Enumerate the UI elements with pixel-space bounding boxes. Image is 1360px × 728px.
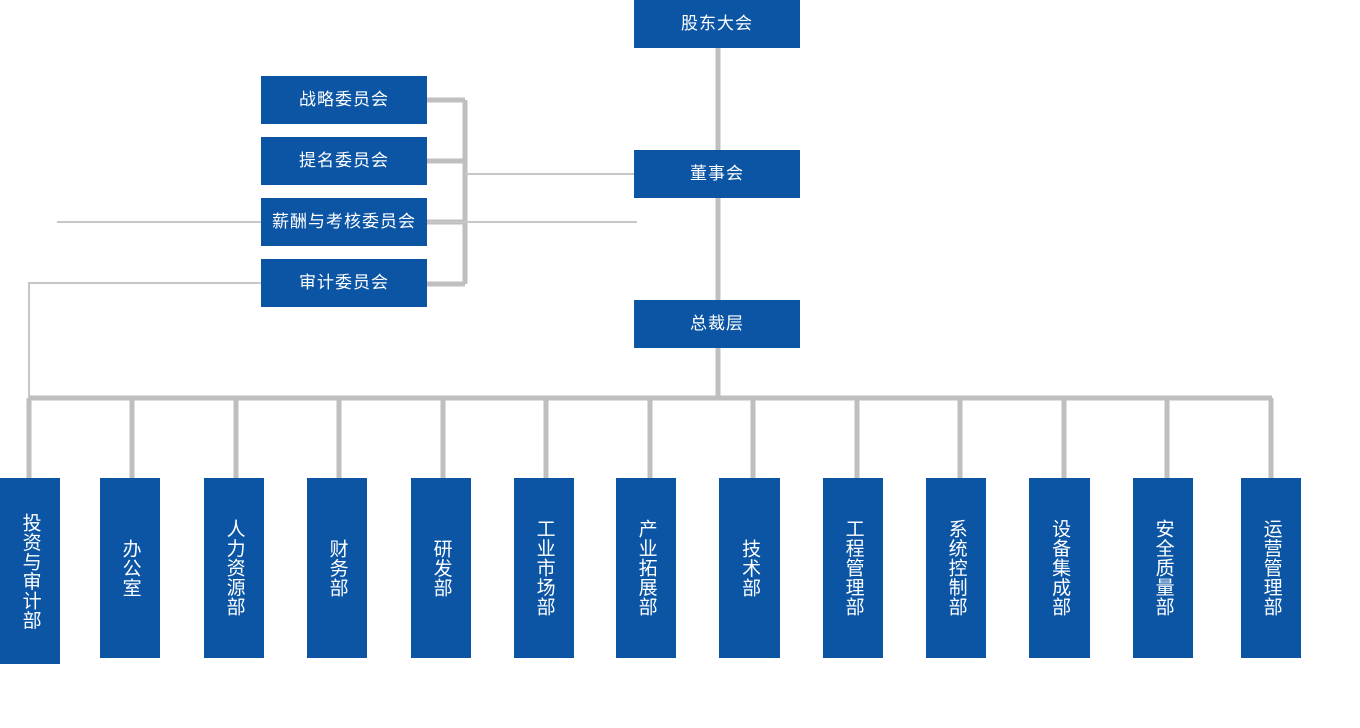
node-label: 人力资源部 [223, 519, 245, 617]
node-department-investment-and-audit[interactable]: 投资与审计部 [0, 478, 60, 664]
node-board-of-directors[interactable]: 董事会 [634, 150, 800, 198]
node-label: 薪酬与考核委员会 [272, 212, 416, 232]
node-committee-nomination[interactable]: 提名委员会 [261, 137, 427, 185]
node-label: 工业市场部 [533, 519, 555, 617]
node-shareholders-meeting[interactable]: 股东大会 [634, 0, 800, 48]
node-label: 设备集成部 [1049, 519, 1071, 617]
node-label: 产业拓展部 [635, 519, 657, 617]
node-department-industrial-market[interactable]: 工业市场部 [514, 478, 574, 658]
node-label: 审计委员会 [299, 273, 389, 293]
node-committee-compensation-and-appraisal[interactable]: 薪酬与考核委员会 [261, 198, 427, 246]
node-president-level[interactable]: 总裁层 [634, 300, 800, 348]
node-label: 运营管理部 [1260, 519, 1282, 617]
node-department-technology[interactable]: 技术部 [719, 478, 780, 658]
node-label: 投资与审计部 [19, 512, 41, 630]
node-label: 系统控制部 [945, 519, 967, 617]
node-department-equipment-integration[interactable]: 设备集成部 [1029, 478, 1090, 658]
connector-audit-to-bus [28, 282, 261, 398]
node-label: 研发部 [430, 538, 452, 598]
node-label: 财务部 [326, 538, 348, 598]
node-department-system-control[interactable]: 系统控制部 [926, 478, 986, 658]
node-label: 股东大会 [681, 14, 753, 34]
node-label: 战略委员会 [299, 90, 389, 110]
node-committee-strategy[interactable]: 战略委员会 [261, 76, 427, 124]
node-label: 工程管理部 [842, 519, 864, 617]
node-department-safety-and-quality[interactable]: 安全质量部 [1133, 478, 1193, 658]
node-department-human-resources[interactable]: 人力资源部 [204, 478, 264, 658]
node-label: 安全质量部 [1152, 519, 1174, 617]
node-label: 技术部 [739, 538, 761, 598]
node-label: 提名委员会 [299, 151, 389, 171]
node-department-office[interactable]: 办公室 [100, 478, 160, 658]
node-department-research-and-development[interactable]: 研发部 [411, 478, 471, 658]
node-department-finance[interactable]: 财务部 [307, 478, 367, 658]
node-committee-audit[interactable]: 审计委员会 [261, 259, 427, 307]
node-department-industry-expansion[interactable]: 产业拓展部 [616, 478, 676, 658]
node-department-engineering-management[interactable]: 工程管理部 [823, 478, 883, 658]
node-label: 董事会 [690, 164, 744, 184]
node-label: 办公室 [119, 538, 141, 598]
node-department-operations-management[interactable]: 运营管理部 [1241, 478, 1301, 658]
node-label: 总裁层 [690, 314, 744, 334]
